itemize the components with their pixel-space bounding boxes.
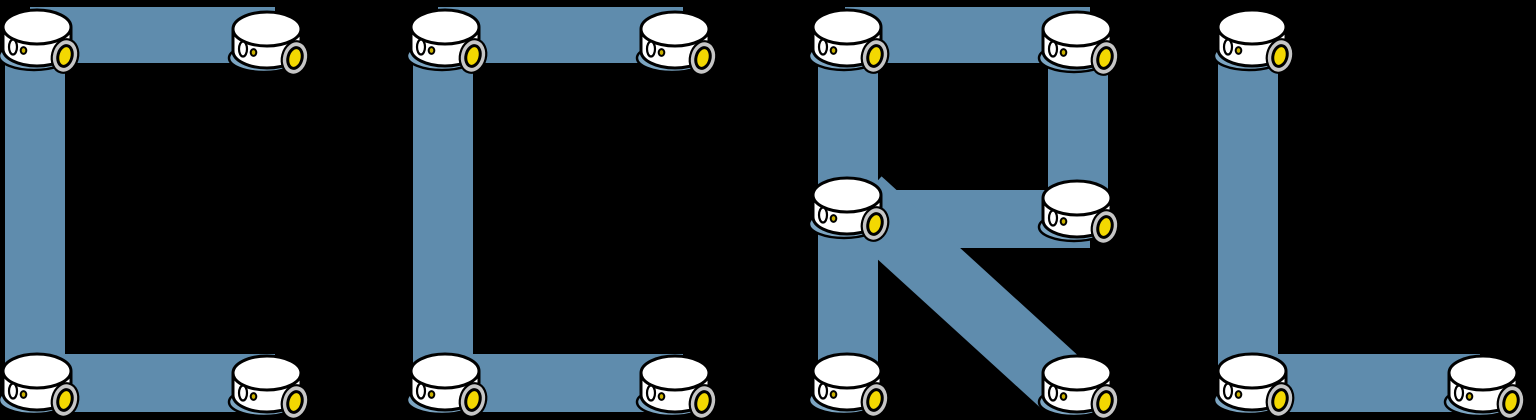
robot-icon	[1443, 354, 1530, 420]
robot-icon	[807, 352, 894, 420]
robot-icon	[1037, 10, 1124, 80]
robot-icon	[0, 352, 84, 420]
robot-icon	[635, 10, 722, 80]
robot-icon	[1212, 352, 1299, 420]
robot-icon	[635, 354, 722, 420]
robot-icon	[1037, 354, 1124, 420]
letter-c-1-stroke	[5, 30, 65, 390]
robot-icon	[1212, 8, 1299, 78]
letter-r-3-stroke	[838, 176, 1086, 410]
letter-l-4-stroke	[1218, 30, 1278, 390]
robot-icon	[807, 176, 894, 246]
robot-icon	[0, 8, 84, 78]
robot-icon	[1037, 179, 1124, 249]
robot-icon	[405, 352, 492, 420]
robot-icon	[807, 8, 894, 78]
robot-icon	[227, 10, 314, 80]
letter-c-2-stroke	[413, 30, 473, 390]
letter-strokes-layer	[5, 7, 1480, 412]
robot-icon	[405, 8, 492, 78]
robot-icon	[227, 354, 314, 420]
